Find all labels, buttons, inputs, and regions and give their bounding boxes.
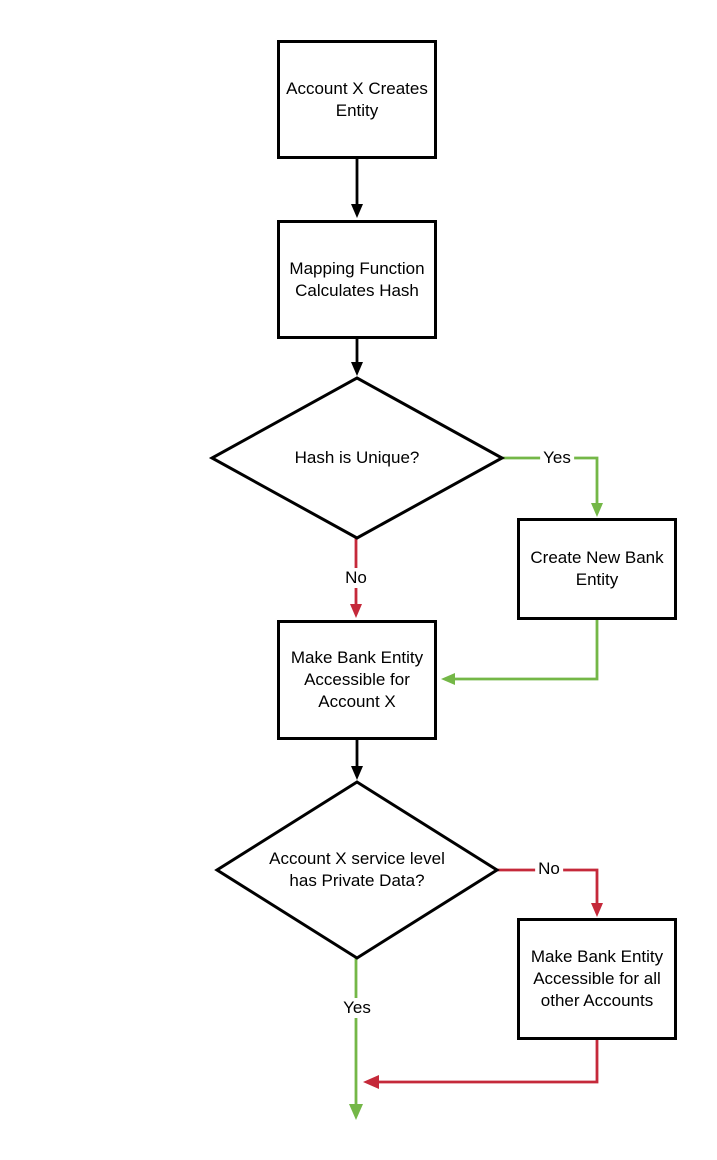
arrowhead-down-icon	[349, 1104, 363, 1120]
decision-service-level-private-data	[214, 780, 500, 960]
edge-create-to-mapping	[351, 159, 363, 218]
arrowhead-down-icon	[351, 766, 363, 780]
decision-hash-is-unique	[208, 376, 506, 540]
edge-line	[502, 456, 599, 504]
edge-label-hash-no: No	[342, 568, 370, 588]
node-label: Create New Bank Entity	[530, 548, 664, 589]
node-make-accessible-all-accounts: Make Bank Entity Accessible for all othe…	[517, 918, 677, 1040]
edge-hash-yes	[502, 456, 603, 517]
node-label: Make Bank Entity Accessible for all othe…	[530, 947, 664, 1010]
edge-label-private-yes: Yes	[340, 998, 374, 1018]
edge-mapping-to-hash-decision	[351, 339, 363, 376]
node-label: Make Bank Entity Accessible for Account …	[290, 648, 424, 711]
edge-private-no	[497, 868, 603, 917]
arrowhead-left-icon	[363, 1075, 379, 1089]
edge-label-hash-yes: Yes	[540, 448, 574, 468]
node-label: Mapping Function Calculates Hash	[289, 258, 425, 300]
arrowhead-left-icon	[441, 673, 455, 685]
edge-new-entity-to-accessible	[441, 620, 599, 685]
edge-private-yes	[349, 958, 363, 1120]
node-label: Account X Creates Entity	[286, 78, 428, 120]
node-account-creates-entity: Account X Creates Entity	[277, 40, 437, 159]
node-mapping-function-hash: Mapping Function Calculates Hash	[277, 220, 437, 339]
decision-label-hash-is-unique: Hash is Unique?	[294, 448, 420, 467]
edge-line	[454, 620, 599, 681]
edge-all-accounts-to-end	[363, 1040, 599, 1089]
node-make-accessible-account-x: Make Bank Entity Accessible for Account …	[277, 620, 437, 740]
edge-accessible-to-private-decision	[351, 740, 363, 780]
arrowhead-down-icon	[351, 362, 363, 376]
arrowhead-down-icon	[591, 903, 603, 917]
edge-label-private-no: No	[535, 859, 563, 879]
edge-line	[497, 868, 599, 904]
edge-line	[378, 1040, 599, 1084]
arrowhead-down-icon	[350, 604, 362, 618]
arrowhead-down-icon	[591, 503, 603, 517]
decision-label-service-level-private-data: Account X service level has Private Data…	[269, 849, 445, 890]
arrowhead-down-icon	[351, 204, 363, 218]
node-create-new-bank-entity: Create New Bank Entity	[517, 518, 677, 620]
